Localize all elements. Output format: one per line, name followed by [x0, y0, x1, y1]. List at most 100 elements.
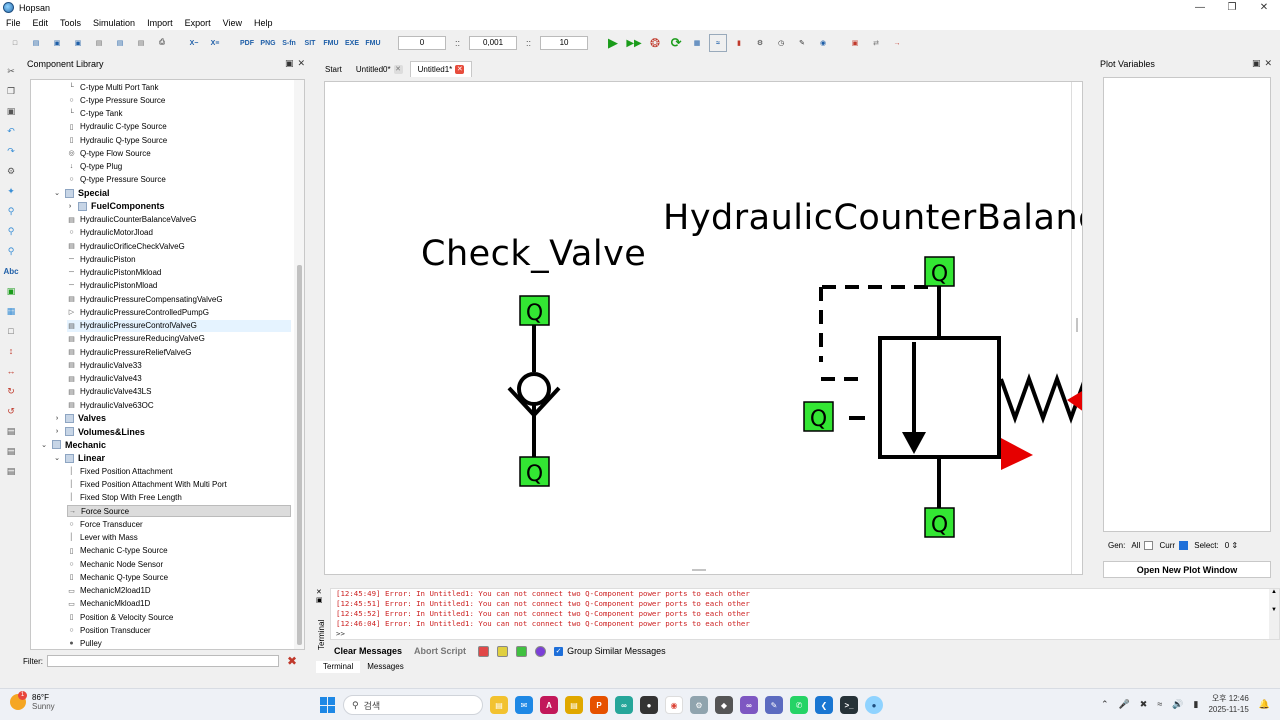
redo-icon[interactable]: ↷	[7, 145, 15, 156]
maximize-button[interactable]: ❐	[1227, 2, 1237, 13]
list-item[interactable]: ▤HydraulicValve33	[67, 359, 141, 371]
no-audio-icon[interactable]: ✖	[1139, 698, 1148, 709]
tree-scrollbar[interactable]	[294, 80, 304, 649]
windows-start-icon[interactable]	[320, 697, 336, 713]
plot-icon[interactable]: ≈	[709, 34, 728, 52]
show-debug-toggle[interactable]	[535, 645, 547, 657]
export-sit-icon[interactable]: SIT	[304, 39, 316, 47]
copy-icon[interactable]: ❐	[6, 85, 16, 96]
distribute-icon[interactable]: ▤	[6, 465, 16, 476]
app-git-icon[interactable]: ◆	[715, 696, 733, 714]
tree-category[interactable]: ⌄Mechanic	[39, 439, 106, 451]
weather-widget[interactable]: 1 86°F Sunny	[10, 691, 55, 711]
list-item[interactable]: ▯Mechanic Q-type Source	[67, 571, 168, 583]
all-label[interactable]: All	[1131, 541, 1154, 551]
abort-script-button[interactable]: Abort Script	[414, 646, 467, 656]
visual-studio-icon[interactable]: ∞	[740, 696, 758, 714]
simulate-play-icon[interactable]: ▶	[608, 35, 619, 50]
print-icon[interactable]: ⎙	[159, 39, 165, 46]
sim-stop-time-input[interactable]: 10	[540, 36, 589, 50]
list-item[interactable]: ▷HydraulicPressureControlledPumpG	[67, 306, 209, 318]
tree-scrollbar-thumb[interactable]	[297, 265, 302, 645]
center-view-icon[interactable]: ✦	[7, 185, 15, 196]
list-item[interactable]: ○Q-type Pressure Source	[67, 174, 165, 186]
taskbar-search[interactable]: ⚲ 검색	[343, 695, 483, 715]
show-warnings-toggle[interactable]	[497, 645, 509, 657]
check-valve-port-bottom[interactable]: Q	[519, 456, 550, 487]
list-item[interactable]: │Lever with Mass	[67, 532, 137, 544]
paste-icon[interactable]: ▣	[6, 105, 16, 116]
menu-simulation[interactable]: Simulation	[93, 17, 136, 28]
box-select-icon[interactable]: □	[8, 326, 14, 336]
flip-horizontal-icon[interactable]: ↔	[6, 366, 16, 376]
menu-tools[interactable]: Tools	[60, 17, 82, 28]
menu-file[interactable]: File	[6, 17, 21, 28]
curr-checkbox[interactable]	[1179, 541, 1189, 551]
dcp-book-icon[interactable]: ▣	[851, 40, 859, 47]
counterbalance-port-pilot[interactable]: Q	[803, 401, 834, 432]
tab-terminal[interactable]: Terminal	[316, 661, 361, 673]
check-valve-name-label[interactable]: Check_Valve	[421, 234, 647, 274]
battery-icon[interactable]: ▮	[1193, 698, 1199, 709]
select-spinbox[interactable]: 0 ⇕	[1224, 541, 1239, 551]
list-item[interactable]: ▤HydraulicPressureReliefValveG	[67, 346, 191, 358]
debug-bug-icon[interactable]: ❂	[650, 36, 661, 50]
import-xml-icon[interactable]: X≡	[210, 39, 220, 47]
chevron-down-icon[interactable]: ⌄	[54, 190, 60, 197]
menu-view[interactable]: View	[222, 17, 242, 28]
export-icon[interactable]: ▤	[137, 40, 145, 47]
chevron-right-icon[interactable]: ›	[55, 428, 59, 435]
chevron-down-icon[interactable]: ⌄	[41, 441, 47, 449]
list-item[interactable]: ▤HydraulicPressureReducingValveG	[67, 333, 205, 345]
tab-untitled0[interactable]: Untitled0* ✕	[355, 64, 403, 74]
tree-category[interactable]: ›Volumes&Lines	[52, 426, 145, 438]
align-icon[interactable]: ▦	[6, 305, 16, 316]
chevron-down-icon[interactable]: ⌄	[54, 455, 60, 462]
list-item[interactable]: ▤HydraulicValve43	[67, 373, 141, 385]
wifi-icon[interactable]: ≈	[1157, 699, 1163, 709]
microphone-icon[interactable]: 🎤	[1118, 698, 1130, 709]
sim-start-time-input[interactable]: 0	[398, 36, 446, 50]
menu-help[interactable]: Help	[253, 17, 273, 28]
list-item[interactable]: ▯Hydraulic Q-type Source	[67, 134, 168, 146]
tray-chevron-icon[interactable]: ⌃	[1101, 698, 1109, 709]
list-item[interactable]: ▤HydraulicCounterBalanceValveG	[67, 214, 196, 226]
tree-category[interactable]: ⌄Special	[52, 187, 109, 199]
group-messages-checkbox[interactable]: ✓	[554, 646, 564, 656]
align-top-icon[interactable]: ▤	[6, 445, 16, 456]
menu-export[interactable]: Export	[184, 17, 211, 28]
list-item[interactable]: ▯Hydraulic C-type Source	[67, 121, 167, 133]
whatsapp-icon[interactable]: ✆	[790, 696, 808, 714]
align-left-icon[interactable]: ▤	[6, 425, 16, 436]
component-tree[interactable]: └C-type Multi Port Tank○C-type Pressure …	[30, 79, 305, 650]
plot-variables-list[interactable]	[1103, 77, 1271, 532]
terminal-output[interactable]: [12:45:49] Error: In Untitled1: You can …	[330, 588, 1280, 640]
app-a-icon[interactable]: A	[540, 696, 558, 714]
tab-messages[interactable]: Messages	[367, 662, 404, 671]
undo-icon[interactable]: ↶	[7, 125, 15, 136]
list-item[interactable]: ▤HydraulicValve63OC	[67, 399, 153, 411]
list-item[interactable]: ▭MechanicM2load1D	[67, 585, 151, 597]
zoom-gear-icon[interactable]: ⚙	[756, 40, 764, 47]
wrench-icon[interactable]: ✎	[799, 40, 805, 47]
cut-icon[interactable]: ✂	[7, 65, 15, 76]
save-icon[interactable]: ▣	[53, 40, 61, 47]
show-info-toggle[interactable]	[516, 645, 528, 657]
zoom-out-icon[interactable]: ⚲	[7, 245, 15, 256]
settings-gear-icon[interactable]: ⚙	[6, 165, 16, 176]
show-ports-icon[interactable]: ▣	[6, 285, 16, 296]
export-exe-icon[interactable]: EXE	[344, 39, 359, 47]
minimize-button[interactable]: —	[1195, 2, 1205, 13]
list-item[interactable]: ○Mechanic Node Sensor	[67, 558, 163, 570]
terminal-app-icon[interactable]: >_	[840, 696, 858, 714]
import-fmu-icon[interactable]: FMU	[365, 39, 381, 47]
export-pdf-icon[interactable]: PDF	[240, 39, 254, 47]
check-valve-port-top[interactable]: Q	[519, 295, 550, 326]
list-item[interactable]: ◎Q-type Flow Source	[67, 147, 150, 159]
chevron-right-icon[interactable]: ›	[55, 414, 59, 422]
list-item[interactable]: ▯Mechanic C-type Source	[67, 545, 168, 557]
list-item[interactable]: │Fixed Stop With Free Length	[67, 492, 182, 504]
clear-messages-button[interactable]: Clear Messages	[334, 646, 403, 656]
check-valve-symbol[interactable]	[507, 325, 561, 457]
open-new-plot-window-button[interactable]: Open New Plot Window	[1103, 561, 1271, 578]
